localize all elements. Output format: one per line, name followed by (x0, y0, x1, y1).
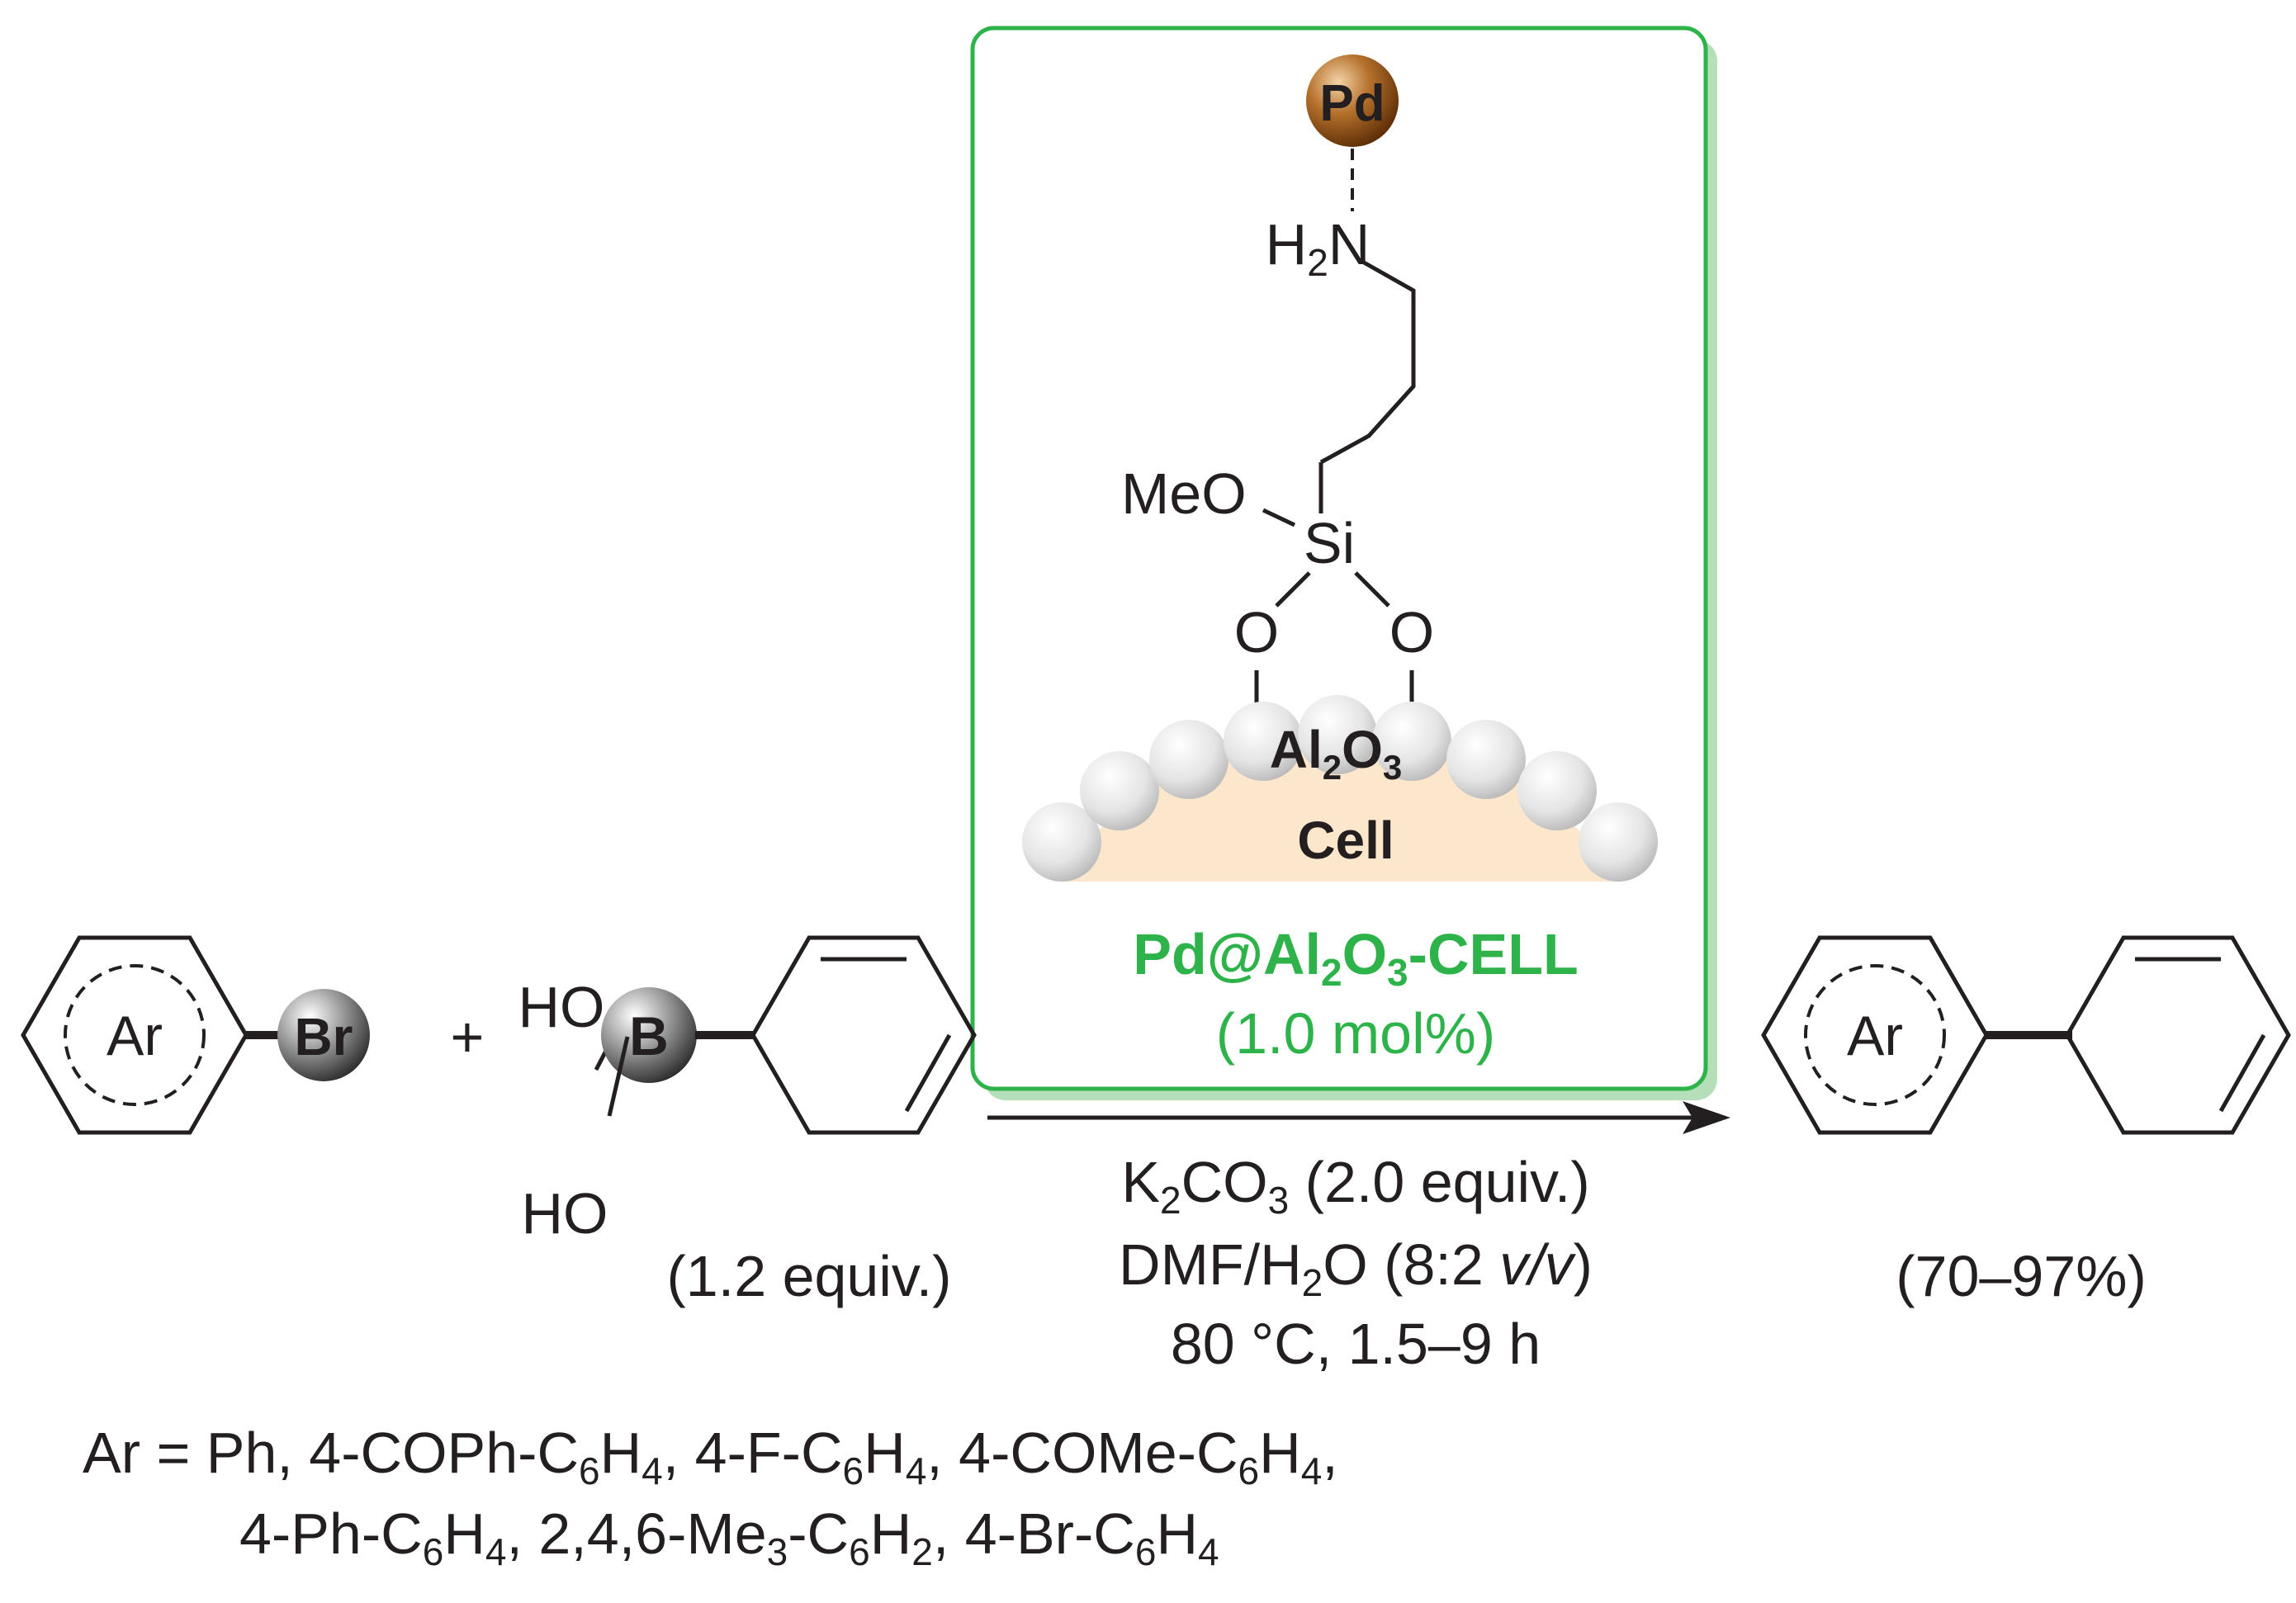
scope-subscript: 6 (1135, 1530, 1157, 1573)
alumina-bead (1446, 720, 1526, 799)
propyl-chain (1319, 260, 1416, 465)
reaction-conditions: K2CO3 (2.0 equiv.) DMF/H2O (8:2 v/v) 80 … (1119, 1150, 1593, 1376)
reaction-arrow (987, 1101, 1730, 1134)
oxygen-left-label: O (1234, 600, 1279, 664)
scope-subscript: 4 (485, 1530, 507, 1573)
scope-text: -C (788, 1501, 849, 1566)
biaryl-product: Ar (70–97%) (1761, 935, 2291, 1308)
hydroxyl-top-label: HO (518, 975, 605, 1039)
product-phenyl-double-bond (2218, 1033, 2266, 1113)
scope-text: H (864, 1421, 906, 1485)
scope-text: , (1322, 1421, 1337, 1485)
alumina-bead (1080, 751, 1159, 830)
alumina-bead (1579, 802, 1658, 882)
scope-text: H (1259, 1421, 1301, 1485)
boron-sphere (601, 987, 697, 1083)
scope-text: H (600, 1421, 642, 1485)
scope-subscript: 4 (906, 1449, 927, 1492)
alumina-bead (1372, 702, 1451, 781)
scope-text: , 4-F-C (663, 1421, 843, 1485)
scope-line-2: 4-Ph-C6H4, 2,4,6-Me3-C6H2, 4-Br-C6H4 (239, 1501, 1219, 1573)
bromine-label: Br (294, 1007, 353, 1066)
meo-si-bond (1262, 508, 1296, 527)
oxygen-right-label: O (1389, 600, 1434, 664)
bromine-sphere (277, 989, 370, 1081)
scope-text: Ar = Ph, 4-COPh-C (83, 1421, 579, 1485)
b-oh-bottom-bond (607, 1036, 630, 1117)
scope-text: H (1156, 1501, 1198, 1566)
scope-subscript: 6 (1238, 1449, 1260, 1492)
si-o-right-bond (1354, 571, 1390, 608)
scope-subscript: 2 (911, 1530, 933, 1573)
scope-subscript: 4 (1301, 1449, 1323, 1492)
catalyst-loading: (1.0 mol%) (1216, 1001, 1495, 1066)
product-yield: (70–97%) (1896, 1244, 2147, 1308)
methoxy-label: MeO (1121, 461, 1247, 526)
hydroxyl-bottom-label: HO (522, 1181, 608, 1246)
alumina-bead (1224, 702, 1303, 781)
scope-text: , 4-COMe-C (926, 1421, 1238, 1485)
product-phenyl-ring (2065, 935, 2291, 1135)
cell-label: Cell (1297, 811, 1394, 870)
solvent-condition: DMF/H2O (8:2 v/v) (1119, 1232, 1593, 1304)
alumina-beads (1022, 695, 1658, 882)
alumina-bead (1298, 695, 1377, 774)
phenyl-ring (750, 935, 977, 1135)
scope-text: H (870, 1501, 912, 1566)
scope-subscript: 6 (843, 1449, 864, 1492)
temperature-time-condition: 80 °C, 1.5–9 h (1171, 1312, 1541, 1376)
catalyst-name: Pd@Al2O3-CELL (1133, 922, 1578, 994)
si-o-left-bond (1275, 571, 1311, 608)
product-aryl-dashed-circle (1804, 964, 1946, 1106)
pd-label: Pd (1319, 75, 1385, 132)
scope-subscript: 6 (423, 1530, 444, 1573)
boronic-acid-equiv: (1.2 equiv.) (667, 1244, 952, 1308)
scope-text: 4-Ph-C (239, 1501, 423, 1566)
alumina-label: Al2O3 (1270, 720, 1403, 787)
phenylboronic-acid: HO B HO (1.2 equiv.) (518, 935, 977, 1308)
scope-subscript: 4 (641, 1449, 663, 1492)
pd-sphere (1306, 54, 1399, 147)
alumina-bead (1517, 751, 1597, 830)
catalyst-box: Pd H2N MeO Si O O (970, 26, 1717, 1100)
aryl-ring (21, 935, 249, 1135)
silicon-label: Si (1304, 511, 1355, 575)
plus-sign: + (451, 1005, 485, 1069)
scope-text: H (443, 1501, 485, 1566)
alumina-bead (1022, 802, 1101, 882)
scope-subscript: 4 (1198, 1530, 1219, 1573)
scope-text: , 4-Br-C (933, 1501, 1135, 1566)
amine-group: H2N (1266, 212, 1370, 284)
scope-subscript: 6 (579, 1449, 600, 1492)
aryl-ring-dashed-circle (64, 964, 206, 1106)
product-aryl-ring (1761, 935, 1989, 1135)
scope-line-1: Ar = Ph, 4-COPh-C6H4, 4-F-C6H4, 4-COMe-C… (83, 1421, 1338, 1492)
phenyl-double-bond (904, 1033, 952, 1113)
scope-text: , 2,4,6-Me (506, 1501, 766, 1566)
aryl-bromide: Ar Br (21, 935, 370, 1135)
boron-label: B (629, 1005, 669, 1066)
base-condition: K2CO3 (2.0 equiv.) (1121, 1150, 1589, 1222)
aryl-ring-label: Ar (107, 1005, 163, 1067)
arrow-head (1683, 1101, 1730, 1134)
alumina-bead (1149, 720, 1228, 799)
scope-subscript: 6 (849, 1530, 870, 1573)
product-aryl-label: Ar (1847, 1005, 1903, 1067)
scope-subscript: 3 (767, 1530, 788, 1573)
